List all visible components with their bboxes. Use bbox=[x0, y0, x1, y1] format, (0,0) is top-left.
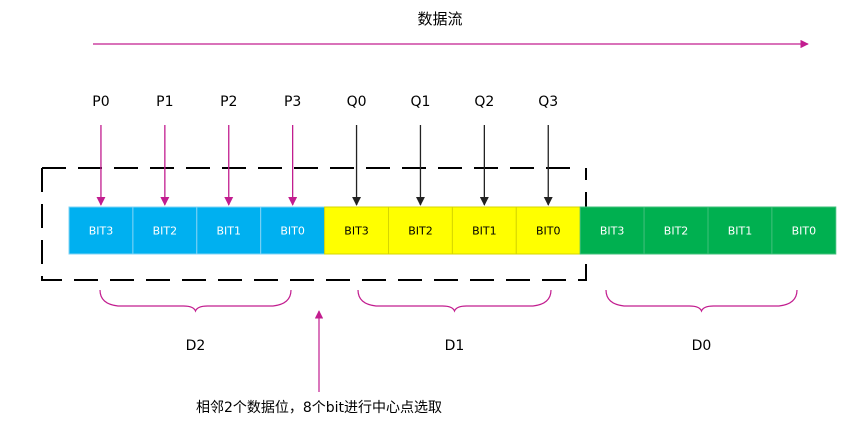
sample-point-label: P1 bbox=[156, 94, 173, 110]
sample-point-label: P2 bbox=[220, 94, 237, 110]
bit-cell bbox=[771, 206, 837, 255]
bit-cell bbox=[68, 206, 134, 255]
sample-point-label: P3 bbox=[284, 94, 301, 110]
bit-cell-label: BIT0 bbox=[536, 225, 561, 238]
group-label: D1 bbox=[445, 338, 465, 354]
bit-cell-label: BIT1 bbox=[216, 225, 241, 238]
sample-points: P0 P1 P2 P3 Q0 Q1 Q2 Q3 bbox=[92, 94, 558, 206]
sample-point-label: Q1 bbox=[410, 94, 430, 110]
group-braces: D2 D1 D0 bbox=[99, 289, 798, 354]
group-label: D0 bbox=[692, 338, 712, 354]
sample-point-label: Q2 bbox=[474, 94, 494, 110]
bit-cell-label: BIT2 bbox=[408, 225, 433, 238]
bit-cell-label: BIT2 bbox=[153, 225, 178, 238]
group-brace bbox=[99, 289, 292, 313]
bit-cell-label: BIT3 bbox=[89, 225, 114, 238]
bit-cell-label: BIT1 bbox=[472, 225, 497, 238]
note-text: 相邻2个数据位，8个bit进行中心点选取 bbox=[196, 400, 442, 416]
bit-cell-label: BIT1 bbox=[728, 225, 753, 238]
sample-point-label: Q3 bbox=[538, 94, 558, 110]
bit-cell bbox=[324, 206, 390, 255]
bit-cell bbox=[643, 206, 709, 255]
bit-cell bbox=[260, 206, 326, 255]
bit-cell bbox=[451, 206, 517, 255]
bit-cell-label: BIT3 bbox=[344, 225, 369, 238]
flow-title: 数据流 bbox=[417, 10, 462, 28]
selection-window bbox=[41, 167, 587, 281]
sample-point-label: Q0 bbox=[347, 94, 367, 110]
bit-cells: BIT3 BIT2 BIT1 BIT0 BIT3 BIT2 BIT1 BIT0 BIT3 BIT2… bbox=[68, 206, 837, 255]
group-label: D2 bbox=[186, 338, 206, 354]
bit-cell-label: BIT0 bbox=[792, 225, 817, 238]
group-brace bbox=[357, 289, 552, 313]
group-brace bbox=[605, 289, 798, 313]
bit-cell bbox=[515, 206, 581, 255]
bit-cell bbox=[132, 206, 198, 255]
bit-cell bbox=[388, 206, 453, 255]
bit-cell-label: BIT2 bbox=[664, 225, 689, 238]
sample-point-label: P0 bbox=[92, 94, 109, 110]
bit-cell bbox=[579, 206, 645, 255]
bit-cell-label: BIT3 bbox=[600, 225, 625, 238]
bit-cell-label: BIT0 bbox=[280, 225, 305, 238]
